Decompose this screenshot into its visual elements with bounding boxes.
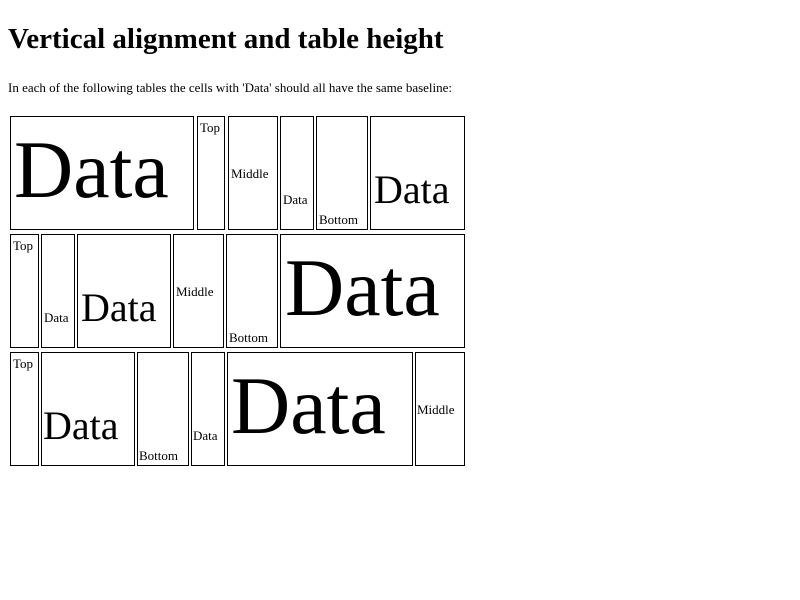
cell-text-bottom: Bottom xyxy=(139,448,179,463)
cell-text-bottom: Bottom xyxy=(229,330,269,345)
cell-text-data: Data xyxy=(14,124,169,215)
cell-text-data: Data xyxy=(374,167,450,212)
table-cell-bottom: Bottom xyxy=(226,234,278,348)
table-cell-medium: Data xyxy=(77,234,171,348)
cell-text-middle: Middle xyxy=(417,402,455,417)
table-cell-medium: Data xyxy=(41,352,135,466)
table-cell-large: Data xyxy=(10,116,194,230)
cell-text-bottom: Bottom xyxy=(319,212,359,227)
intro-text: In each of the following tables the cell… xyxy=(8,80,453,95)
table-cell-middle: Middle xyxy=(415,352,465,466)
cell-text-data: Data xyxy=(193,428,218,443)
table-cell-top: Top xyxy=(10,352,39,466)
cell-text-data: Data xyxy=(44,310,69,325)
cell-text-middle: Middle xyxy=(176,284,214,299)
table-cell-small: Data xyxy=(280,116,314,230)
cell-text-top: Top xyxy=(13,356,34,371)
table-cell-middle: Middle xyxy=(228,116,278,230)
table-cell-large: Data xyxy=(227,352,413,466)
cell-text-data: Data xyxy=(285,242,440,333)
table-cell-bottom: Bottom xyxy=(137,352,189,466)
table-cell-top: Top xyxy=(10,234,39,348)
cell-text-top: Top xyxy=(13,238,34,253)
cell-text-data: Data xyxy=(81,285,157,330)
cell-text-data: Data xyxy=(43,403,119,448)
table-cell-small: Data xyxy=(41,234,75,348)
table-cell-top: Top xyxy=(197,116,225,230)
table-cell-bottom: Bottom xyxy=(316,116,368,230)
table-cell-small: Data xyxy=(191,352,225,466)
page-title: Vertical alignment and table height xyxy=(8,23,444,55)
table-cell-large: Data xyxy=(280,234,465,348)
table-cell-medium: Data xyxy=(370,116,465,230)
cell-text-data: Data xyxy=(283,192,308,207)
table-cell-middle: Middle xyxy=(173,234,224,348)
cell-text-middle: Middle xyxy=(231,166,269,181)
cell-text-data: Data xyxy=(231,360,386,451)
cell-text-top: Top xyxy=(200,120,221,135)
